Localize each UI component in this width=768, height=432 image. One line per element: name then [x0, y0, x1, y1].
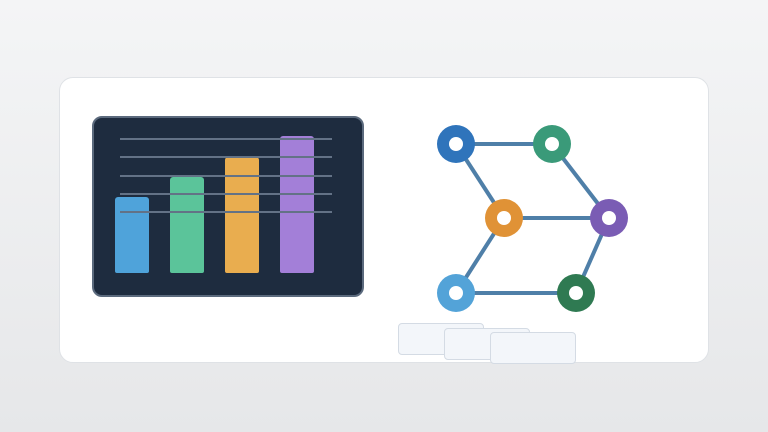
- bar-blue: [115, 197, 149, 273]
- graph-node-teal: [533, 125, 571, 163]
- graph-node-light-blue: [437, 274, 475, 312]
- graph-node-dark-green: [557, 274, 595, 312]
- gridline: [120, 138, 332, 140]
- graph-node-purple: [590, 199, 628, 237]
- gridline: [120, 175, 332, 177]
- gridline: [120, 193, 332, 195]
- gridline: [120, 211, 332, 213]
- graph-node-blue: [437, 125, 475, 163]
- graph-node-orange: [485, 199, 523, 237]
- stacked-card: [490, 332, 576, 364]
- bar-purple: [280, 136, 314, 273]
- gridline: [120, 156, 332, 158]
